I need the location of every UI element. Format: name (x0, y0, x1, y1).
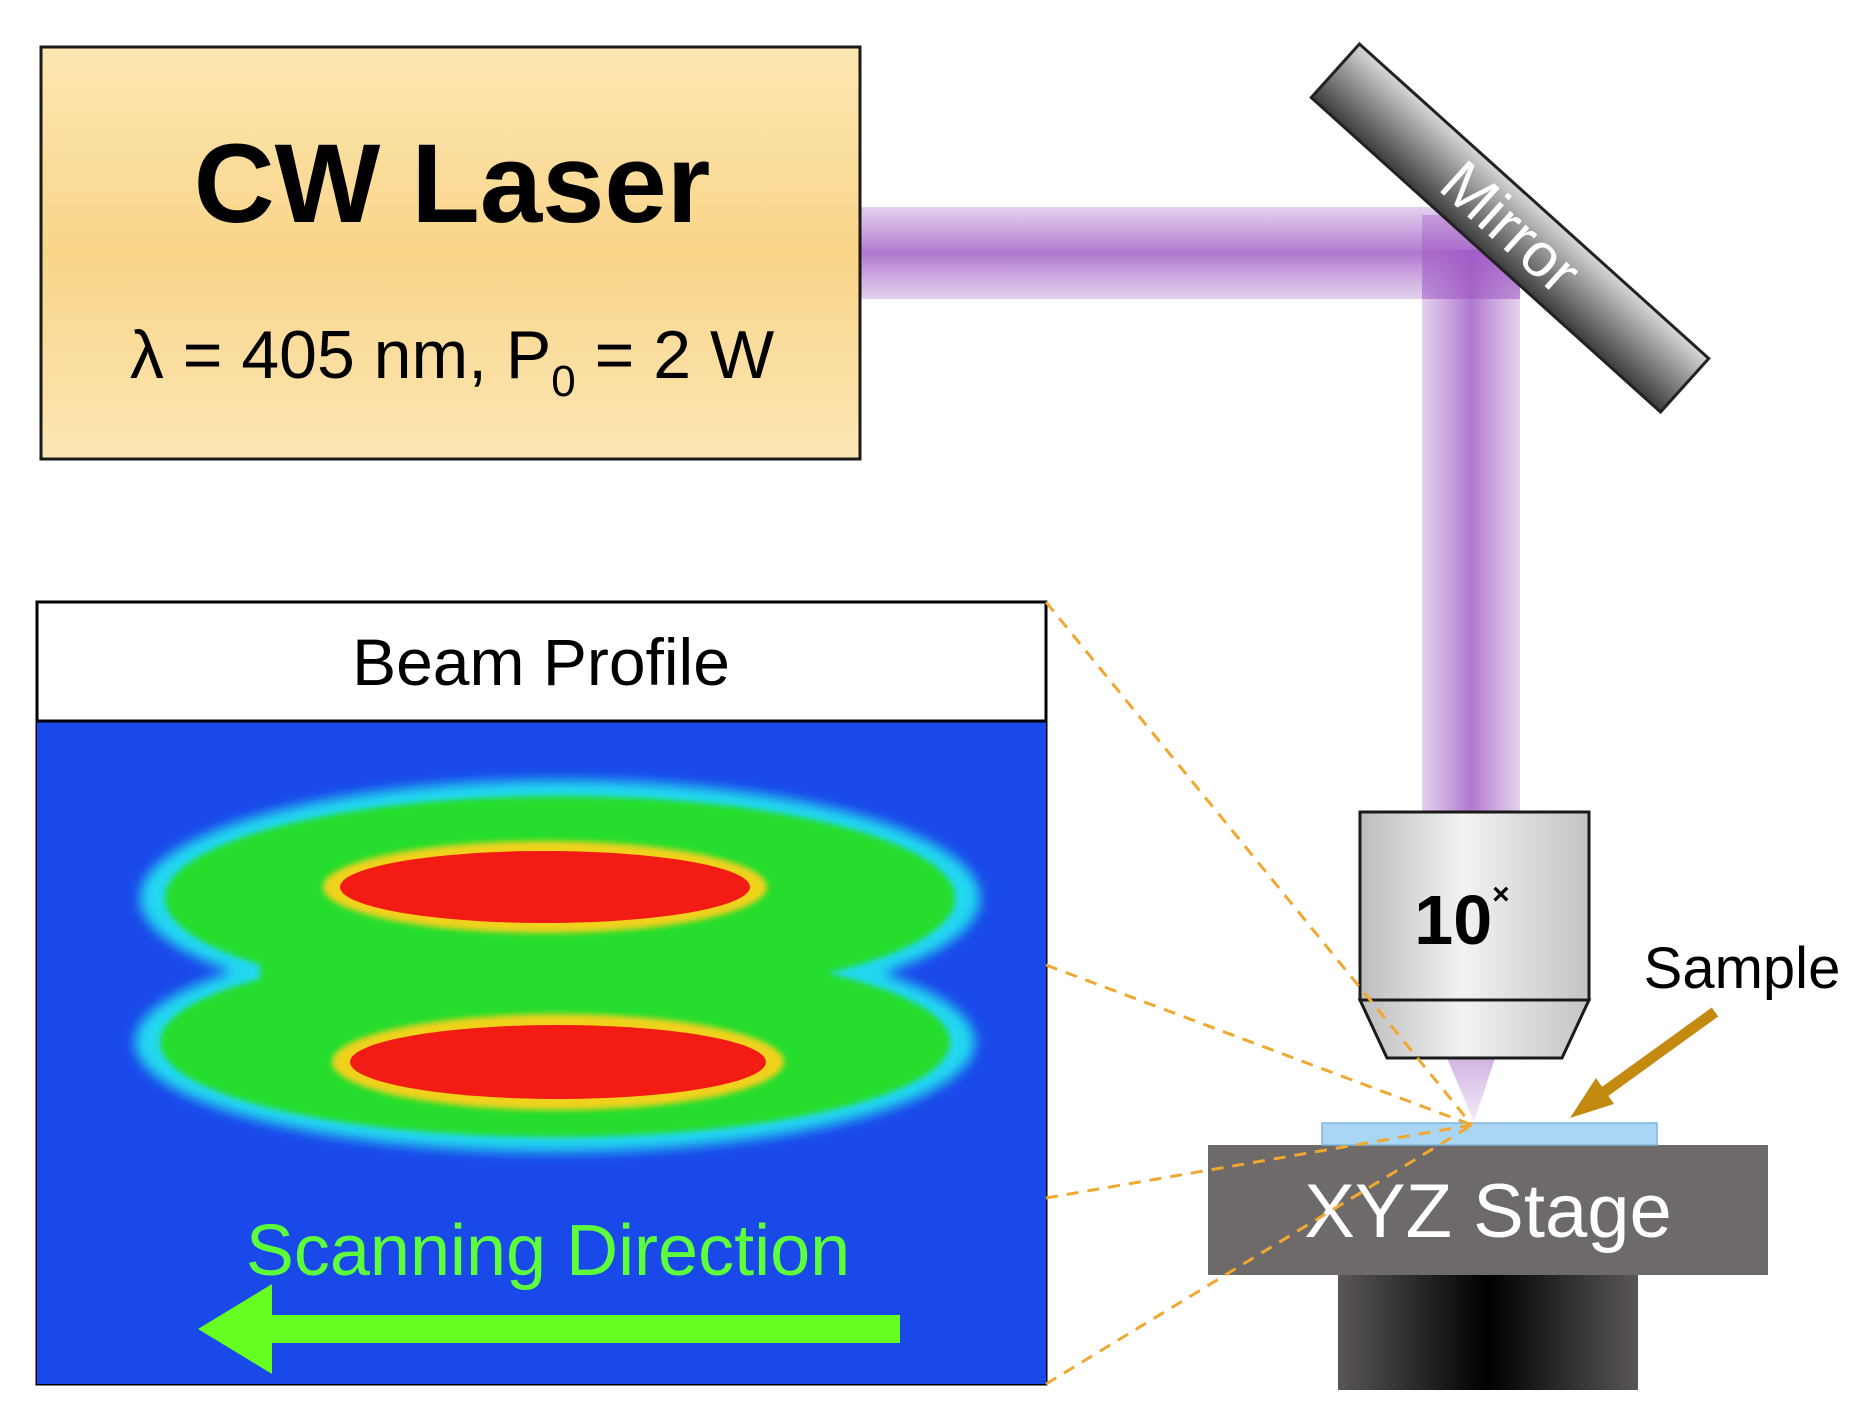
beam-profile-title: Beam Profile (352, 625, 730, 699)
left-arrow-icon (198, 1284, 900, 1374)
stage-pedestal (1338, 1275, 1638, 1390)
scanning-direction-label: Scanning Direction (246, 1211, 850, 1291)
sample-pointer-arrow-icon (1570, 1007, 1719, 1118)
laser-specs: λ = 405 nm, P0 = 2 W (130, 317, 774, 406)
laser-beam-horizontal (860, 207, 1520, 299)
sample-label: Sample (1644, 936, 1841, 1001)
cw-laser-box: CW Laser λ = 405 nm, P0 = 2 W (39, 45, 862, 461)
sample-slide (1321, 1122, 1658, 1146)
laser-title: CW Laser (194, 121, 711, 246)
focused-beam-cone (1447, 1058, 1495, 1122)
objective-lens: 10× (1357, 810, 1592, 1060)
profile-red-upper (340, 851, 750, 923)
xyz-stage: XYZ Stage (1208, 1145, 1768, 1275)
laser-beam-vertical (1422, 250, 1520, 818)
beam-profile-panel: Beam Profile Scanning Direction (35, 600, 1048, 1386)
stage-label: XYZ Stage (1304, 1169, 1672, 1254)
profile-red-lower (350, 1025, 766, 1099)
objective-magnification: 10× (1414, 878, 1509, 959)
zoom-guide-lines (1044, 601, 1474, 1386)
